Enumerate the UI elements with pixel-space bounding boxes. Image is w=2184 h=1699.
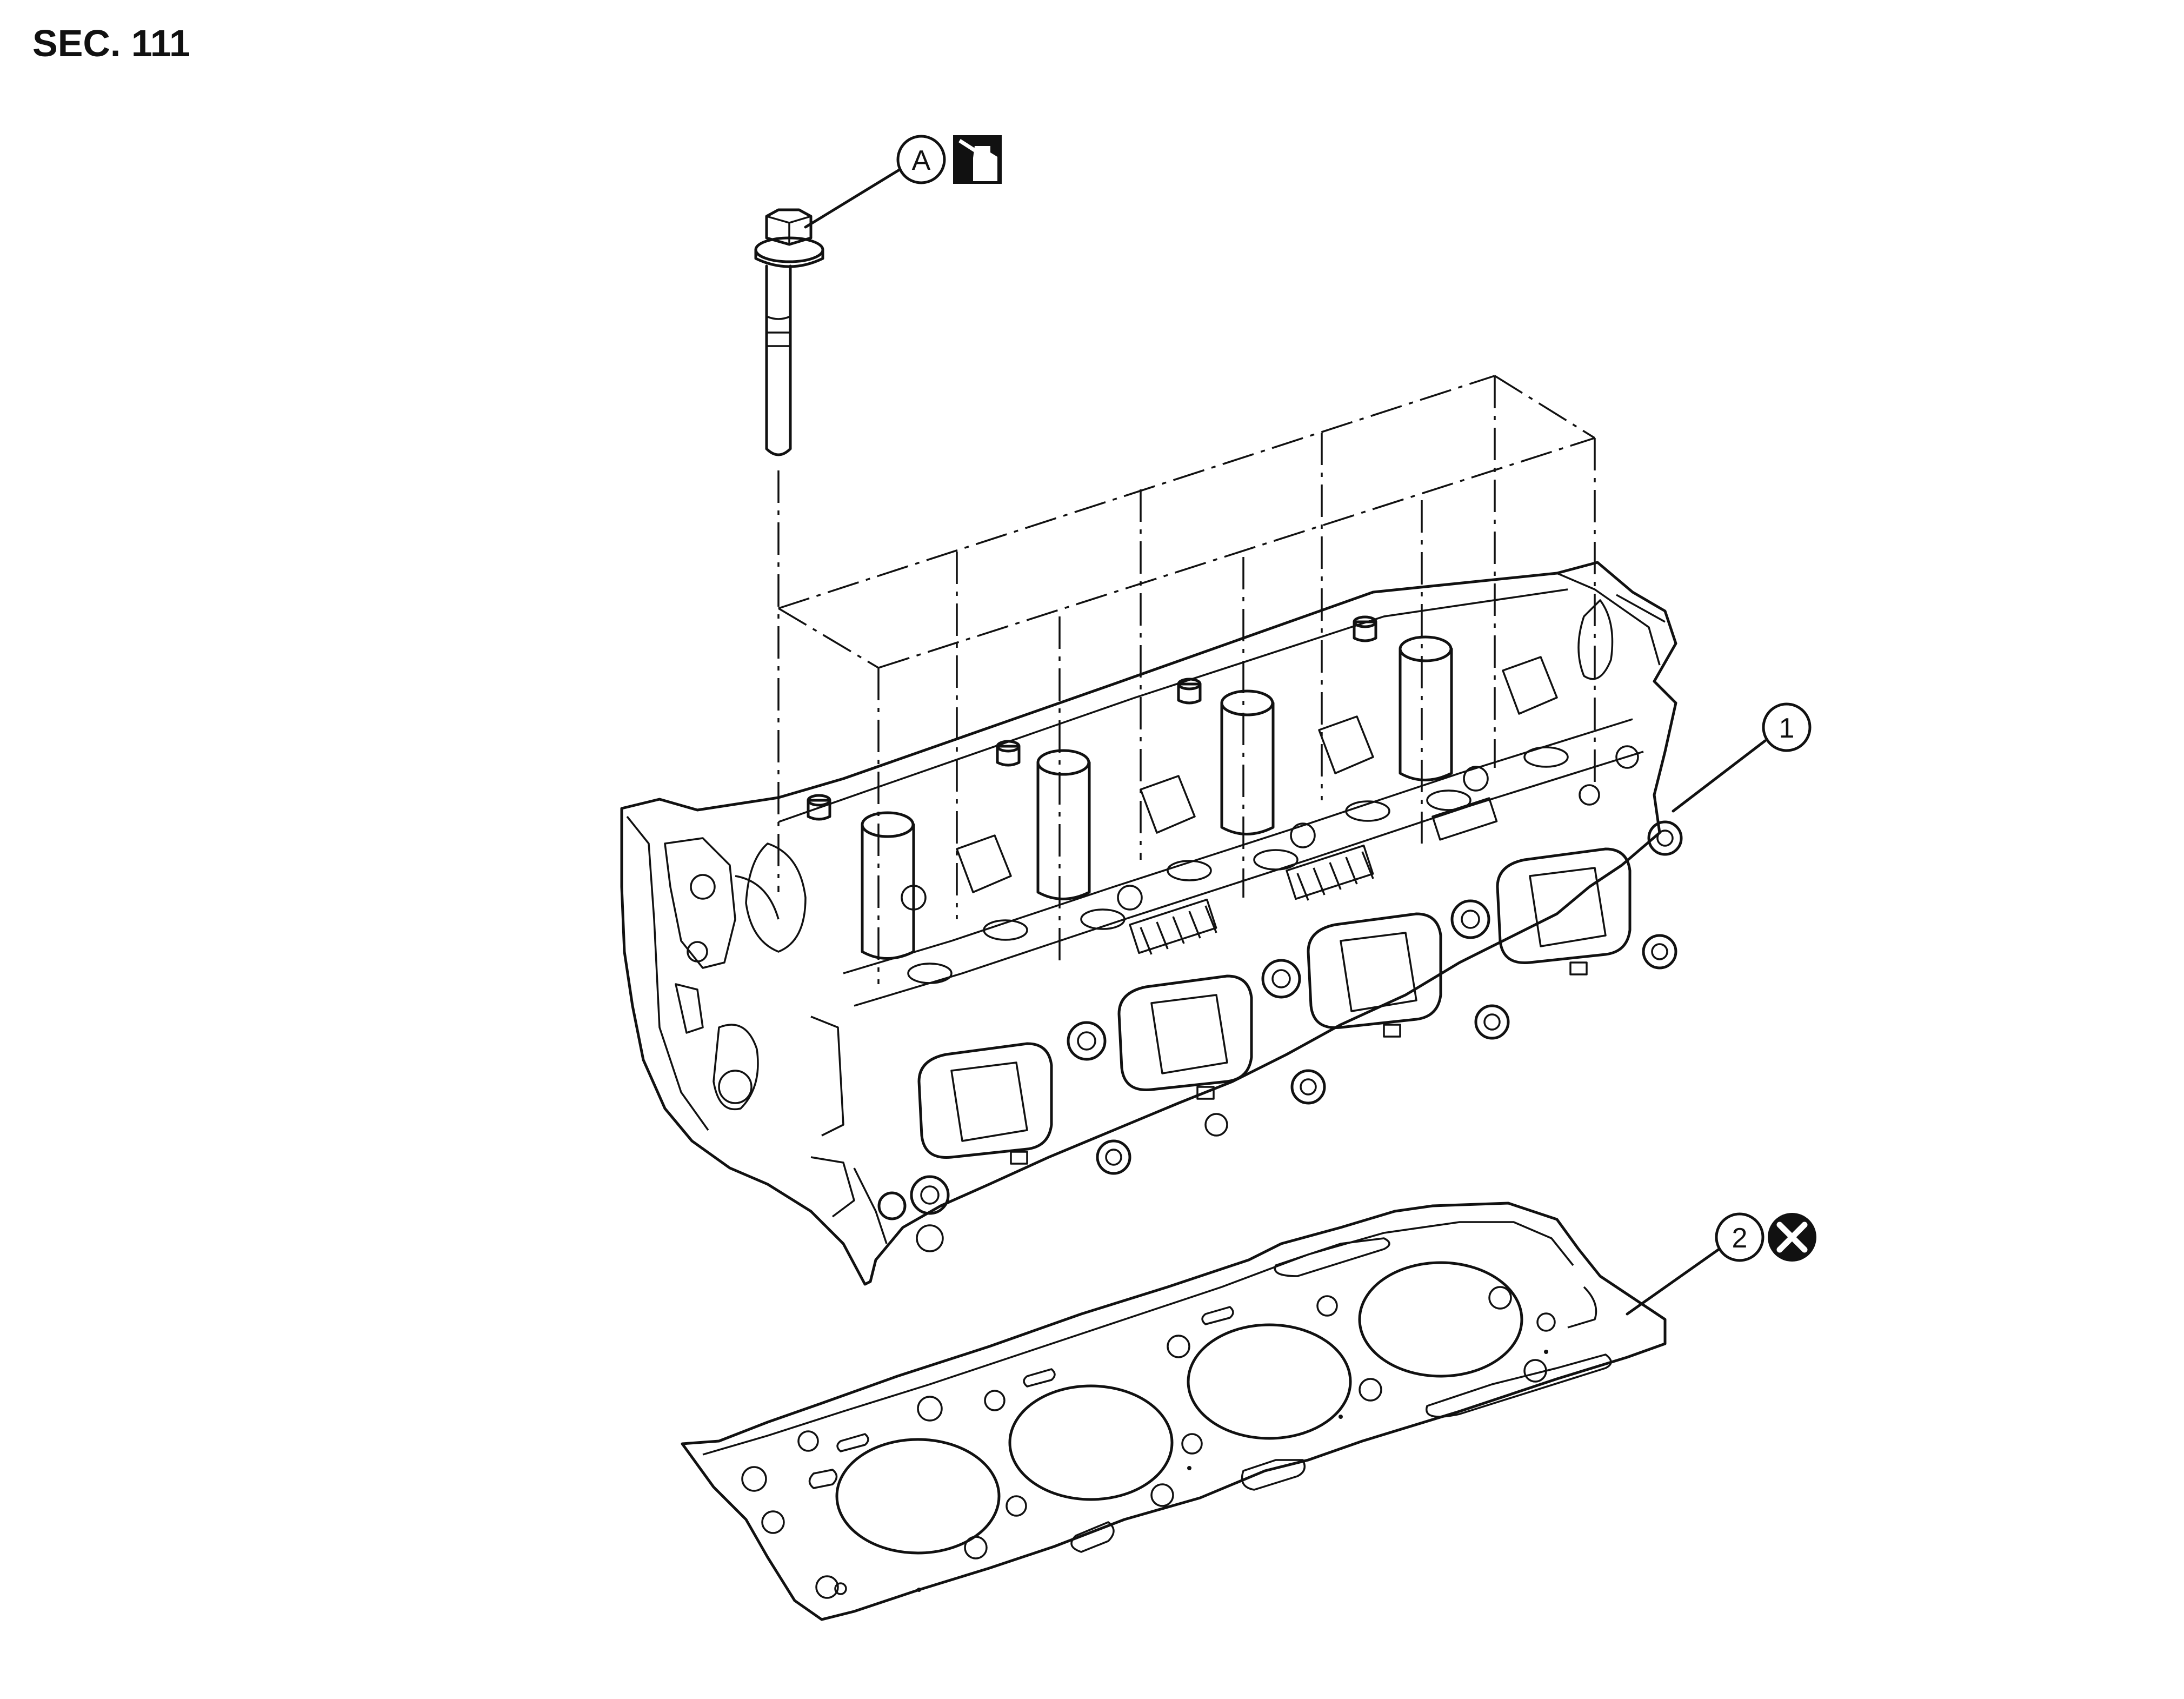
svg-text:A: A [912, 145, 931, 176]
cylinder-head [620, 561, 1683, 1286]
valve-lifters [861, 635, 1453, 960]
cylinder-head-gasket [681, 1202, 1667, 1621]
svg-text:1: 1 [1779, 713, 1795, 744]
alignment-lines [777, 375, 1596, 984]
hatched-strips [1129, 797, 1498, 955]
callout-2: 2 [1626, 1212, 1764, 1316]
do-not-reuse-icon [1768, 1213, 1816, 1262]
cylinder-head-bolt [754, 208, 824, 456]
section-label: SEC. 111 [32, 22, 190, 64]
svg-text:2: 2 [1732, 1223, 1748, 1254]
callout-1: 1 [1672, 702, 1812, 813]
oil-can-icon [953, 135, 1002, 184]
callout-a: A [804, 135, 946, 229]
cam-bracket-bolts [807, 615, 1377, 821]
